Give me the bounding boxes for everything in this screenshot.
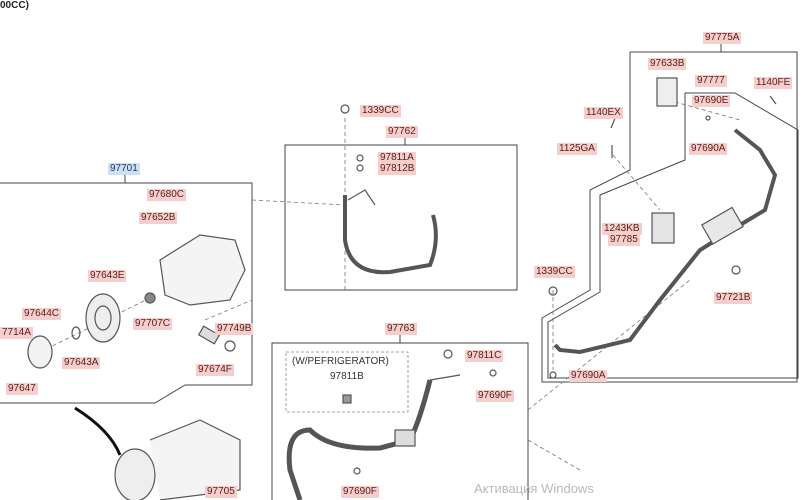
- pipe-97762-box: [284, 144, 518, 291]
- label-1125GA[interactable]: 1125GA: [557, 143, 597, 155]
- pipe-97762: [343, 195, 438, 275]
- label-1339CC-right[interactable]: 1339CC: [534, 266, 575, 278]
- label-97714A[interactable]: 7714A: [0, 327, 33, 339]
- header-fragment: 00CC): [0, 0, 29, 11]
- label-97690A-bottom[interactable]: 97690A: [569, 370, 608, 382]
- label-97690F-bottom[interactable]: 97690F: [341, 486, 379, 498]
- label-97647[interactable]: 97647: [6, 383, 38, 395]
- label-1339CC-top[interactable]: 1339CC: [360, 105, 401, 117]
- label-97749B[interactable]: 97749B: [215, 323, 254, 335]
- label-1243KB[interactable]: 1243KB: [602, 223, 642, 235]
- pipe-97775A-box: [541, 51, 798, 383]
- label-1140FE[interactable]: 1140FE: [754, 77, 793, 89]
- pipe-97777-box: [547, 92, 799, 379]
- label-97633B[interactable]: 97633B: [648, 58, 687, 70]
- label-97643A[interactable]: 97643A: [62, 357, 101, 369]
- label-97652B[interactable]: 97652B: [139, 212, 178, 224]
- label-97690E[interactable]: 97690E: [692, 95, 731, 107]
- label-97763[interactable]: 97763: [385, 323, 417, 335]
- label-97644C[interactable]: 97644C: [22, 308, 62, 320]
- label-1140EX[interactable]: 1140EX: [584, 107, 623, 119]
- label-97785[interactable]: 97785: [608, 234, 640, 246]
- pipe-97763: [286, 379, 433, 500]
- expansion-valve-97633B: [656, 77, 678, 107]
- label-97674F[interactable]: 97674F: [196, 364, 234, 376]
- label-97721B[interactable]: 97721B: [714, 292, 753, 304]
- label-97643E[interactable]: 97643E: [88, 270, 127, 282]
- windows-activation-watermark: Активация Windows: [474, 481, 594, 496]
- label-97777[interactable]: 97777: [695, 75, 727, 87]
- clutch-plate-97644C: [27, 335, 53, 369]
- compressor-97705: [114, 448, 156, 500]
- label-97811A[interactable]: 97811A: [378, 152, 416, 164]
- compressor-group-box: [0, 182, 253, 404]
- pulley-97643E: [85, 293, 121, 343]
- label-97762[interactable]: 97762: [386, 126, 418, 138]
- label-97811C[interactable]: 97811C: [465, 350, 504, 362]
- label-97701[interactable]: 97701: [108, 163, 140, 175]
- pipe-97775A: [553, 128, 778, 355]
- label-97707C[interactable]: 97707C: [133, 318, 173, 330]
- label-97812B[interactable]: 97812B: [378, 163, 417, 175]
- label-97775A[interactable]: 97775A: [703, 32, 742, 44]
- compressor-body: [159, 234, 246, 306]
- refrigerator-note: (W/PEFRIGERATOR): [292, 356, 389, 367]
- label-97690A-top[interactable]: 97690A: [689, 143, 728, 155]
- label-97680C[interactable]: 97680C: [147, 189, 187, 201]
- dashed-refrigerator-box: [285, 351, 409, 413]
- label-97811B[interactable]: 97811B: [330, 371, 364, 382]
- label-97690F-right[interactable]: 97690F: [476, 390, 514, 402]
- label-97705[interactable]: 97705: [205, 486, 237, 498]
- sensor-97785: [651, 212, 675, 244]
